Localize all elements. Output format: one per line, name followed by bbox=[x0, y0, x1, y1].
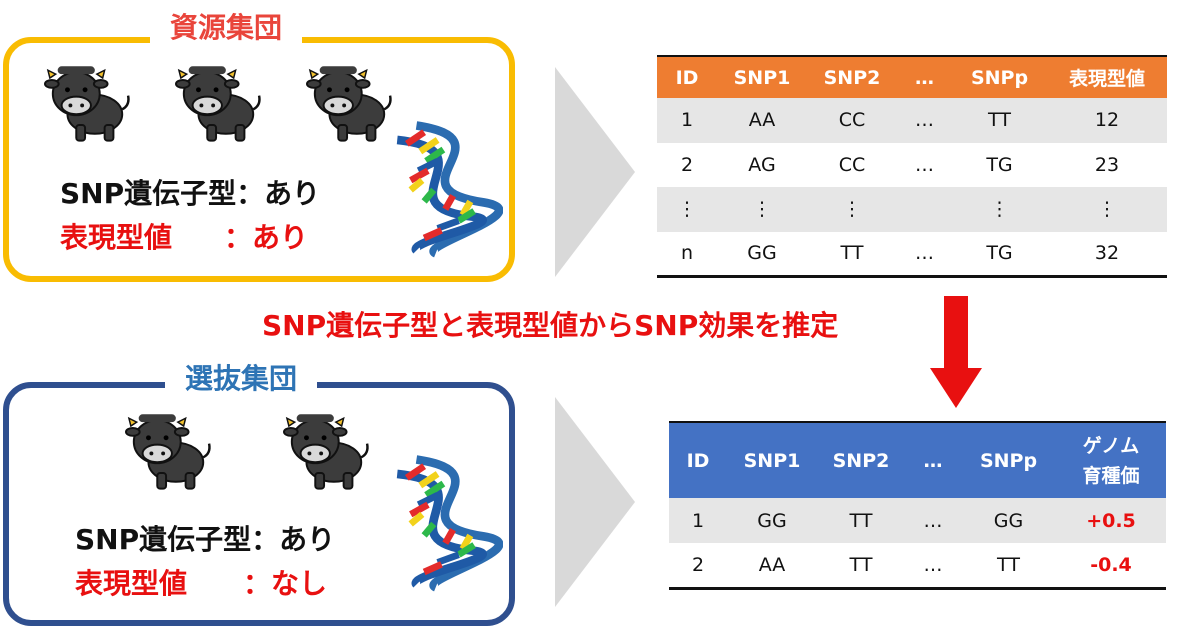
header-cell: ID bbox=[686, 449, 710, 472]
table-cell: TT bbox=[817, 498, 905, 543]
table-cell: +0.5 bbox=[1056, 498, 1166, 543]
phenotype-value: ：あり bbox=[224, 221, 309, 254]
table-cell bbox=[897, 187, 952, 232]
selection-phenotype-row: 表現型値 ：なし bbox=[75, 566, 327, 602]
table-cell: CC bbox=[838, 153, 866, 176]
snp-genotype-label: SNP遺伝子型 bbox=[75, 523, 252, 556]
table-cell: TT bbox=[840, 242, 864, 264]
snp-genotype-label: SNP遺伝子型 bbox=[60, 177, 237, 210]
dna-helix-icon bbox=[378, 118, 503, 258]
table-cell: AA bbox=[758, 553, 786, 576]
resource-snp-row: SNP遺伝子型：あり bbox=[60, 176, 320, 212]
table-row: ⋮ ⋮ ⋮ ⋮ ⋮ bbox=[657, 187, 1167, 232]
cow-icon bbox=[175, 60, 263, 144]
phenotype-value: ：なし bbox=[243, 567, 328, 600]
table-cell: TG bbox=[986, 153, 1013, 176]
table-row: 1 AA CC … TT 12 bbox=[657, 98, 1167, 143]
table-cell: … bbox=[905, 498, 961, 543]
header-cell: 表現型値 bbox=[1068, 68, 1145, 90]
table-cell: CC bbox=[807, 98, 897, 143]
table-cell: -0.4 bbox=[1090, 553, 1132, 576]
cow-icon bbox=[283, 408, 371, 492]
header-cell: SNP1 bbox=[733, 66, 791, 89]
table-cell: … bbox=[915, 153, 934, 176]
selection-group-title: 選抜集団 bbox=[165, 359, 318, 399]
header-line: ゲノム bbox=[1082, 434, 1140, 457]
header-cell: SNPp bbox=[970, 66, 1029, 89]
table-cell: TT bbox=[849, 553, 873, 576]
cow-icon bbox=[125, 408, 213, 492]
table-cell: ⋮ bbox=[657, 187, 717, 232]
table-cell: 2 bbox=[680, 153, 694, 176]
chevron-right-icon bbox=[555, 67, 635, 277]
table-cell: GG bbox=[747, 242, 777, 264]
table-cell: TT bbox=[952, 98, 1047, 143]
table-row: 1 GG TT … GG +0.5 bbox=[669, 498, 1166, 543]
table-cell: TG bbox=[986, 242, 1013, 264]
header-cell: SNPp bbox=[979, 449, 1038, 472]
arrow-down-icon bbox=[930, 296, 982, 408]
table-header-row: ID SNP1 SNP2 … SNPp ゲノム 育種価 bbox=[669, 422, 1166, 498]
table-cell: 1 bbox=[657, 98, 717, 143]
training-data-table: ID SNP1 SNP2 … SNPp 表現型値 1 AA CC … TT 12… bbox=[657, 55, 1167, 278]
table-cell: AG bbox=[748, 153, 776, 176]
phenotype-label: 表現型値 bbox=[60, 221, 173, 254]
snp-genotype-value: ：あり bbox=[251, 523, 336, 556]
table-cell: GG bbox=[961, 498, 1056, 543]
chevron-right-icon bbox=[555, 397, 635, 607]
table-cell: ⋮ bbox=[807, 187, 897, 232]
resource-phenotype-row: 表現型値 ：あり bbox=[60, 220, 308, 256]
snp-genotype-value: ：あり bbox=[236, 177, 321, 210]
table-row: 2 AA TT … TT -0.4 bbox=[669, 543, 1166, 588]
selection-snp-row: SNP遺伝子型：あり bbox=[75, 522, 335, 558]
table-cell: TT bbox=[997, 553, 1020, 576]
table-row: 2 AG CC … TG 23 bbox=[657, 143, 1167, 188]
table-cell: ⋮ bbox=[1047, 187, 1167, 232]
table-cell: 32 bbox=[1094, 242, 1120, 264]
header-cell: … bbox=[915, 66, 934, 89]
table-cell: 1 bbox=[669, 498, 727, 543]
prediction-table: ID SNP1 SNP2 … SNPp ゲノム 育種価 1 GG TT … GG… bbox=[669, 421, 1166, 590]
table-cell: 12 bbox=[1047, 98, 1167, 143]
header-cell-genomic-breeding-value: ゲノム 育種価 bbox=[1056, 422, 1166, 498]
header-line: 育種価 bbox=[1082, 464, 1140, 487]
table-cell: … bbox=[923, 553, 943, 576]
table-cell: ⋮ bbox=[717, 187, 807, 232]
header-cell: … bbox=[923, 449, 943, 472]
header-cell: SNP2 bbox=[823, 66, 881, 89]
table-cell: 2 bbox=[691, 553, 705, 576]
header-cell: SNP1 bbox=[743, 449, 801, 472]
resource-group-title: 資源集団 bbox=[150, 8, 303, 48]
table-cell: ⋮ bbox=[952, 187, 1047, 232]
dna-helix-icon bbox=[378, 452, 503, 592]
table-cell: GG bbox=[727, 498, 817, 543]
cow-icon bbox=[44, 60, 132, 144]
table-cell: AA bbox=[717, 98, 807, 143]
header-cell: SNP2 bbox=[832, 449, 890, 472]
phenotype-label: 表現型値 bbox=[75, 567, 188, 600]
table-row: n GG TT … TG 32 bbox=[657, 232, 1167, 276]
table-cell: 23 bbox=[1094, 153, 1120, 176]
table-cell: … bbox=[897, 98, 952, 143]
table-cell: … bbox=[915, 242, 934, 264]
table-header-row: ID SNP1 SNP2 … SNPp 表現型値 bbox=[657, 56, 1167, 98]
estimate-caption: SNP遺伝子型と表現型値からSNP効果を推定 bbox=[262, 309, 839, 342]
table-cell: n bbox=[680, 242, 694, 264]
header-cell: ID bbox=[675, 66, 699, 89]
